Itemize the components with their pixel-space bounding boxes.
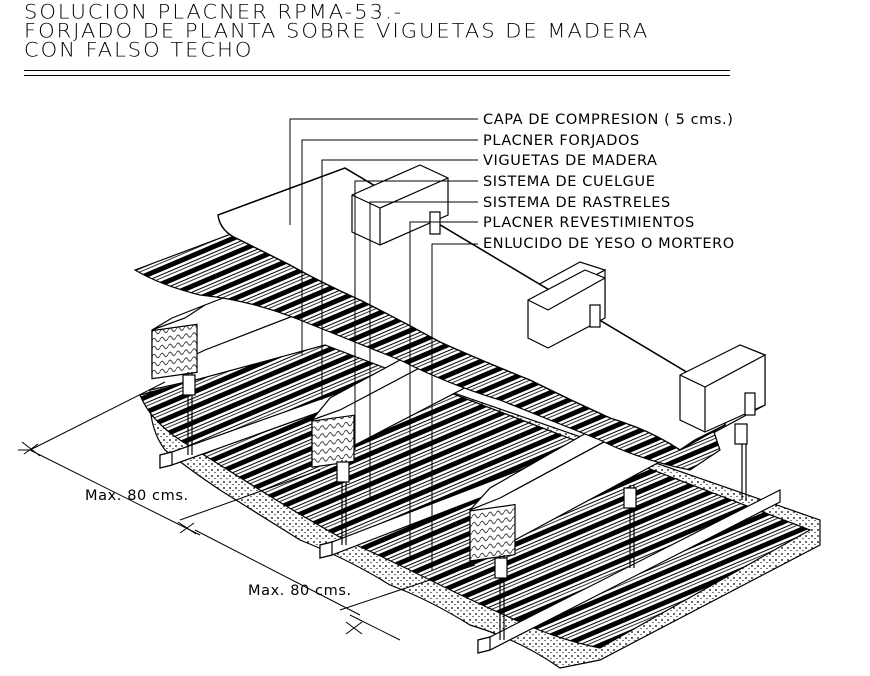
dimension-label-2: Max. 80 cms. [248, 583, 352, 599]
title-line-1: SOLUCION PLACNER RPMA-53.- [24, 1, 404, 24]
title-block: SOLUCION PLACNER RPMA-53.- FORJADO DE PL… [24, 1, 650, 62]
sistema-de-cuelgue [182, 211, 756, 640]
title-underline-1 [24, 70, 730, 71]
beam-ends-above-slab [351, 164, 766, 433]
title-underline-2 [24, 75, 730, 76]
title-line-3: CON FALSO TECHO [24, 39, 254, 62]
title-line-2: FORJADO DE PLANTA SOBRE VIGUETAS DE MADE… [24, 20, 650, 43]
callout-capa-de-compresion: CAPA DE COMPRESION ( 5 cms.) [483, 112, 734, 128]
callout-labels: CAPA DE COMPRESION ( 5 cms.) PLACNER FOR… [483, 112, 735, 252]
dimension-label-1: Max. 80 cms. [85, 488, 189, 504]
dimension-lines [18, 381, 476, 641]
callout-enlucido-de-yeso: ENLUCIDO DE YESO O MORTERO [483, 236, 735, 252]
callout-sistema-de-rastreles: SISTEMA DE RASTRELES [483, 195, 671, 211]
callout-sistema-de-cuelgue: SISTEMA DE CUELGUE [483, 174, 655, 190]
callout-placner-revestimientos: PLACNER REVESTIMIENTOS [483, 215, 695, 231]
leader-lines [289, 118, 478, 570]
callout-viguetas-de-madera: VIGUETAS DE MADERA [483, 153, 658, 169]
callout-placner-forjados: PLACNER FORJADOS [483, 133, 640, 149]
placner-forjados-panel [133, 224, 721, 471]
